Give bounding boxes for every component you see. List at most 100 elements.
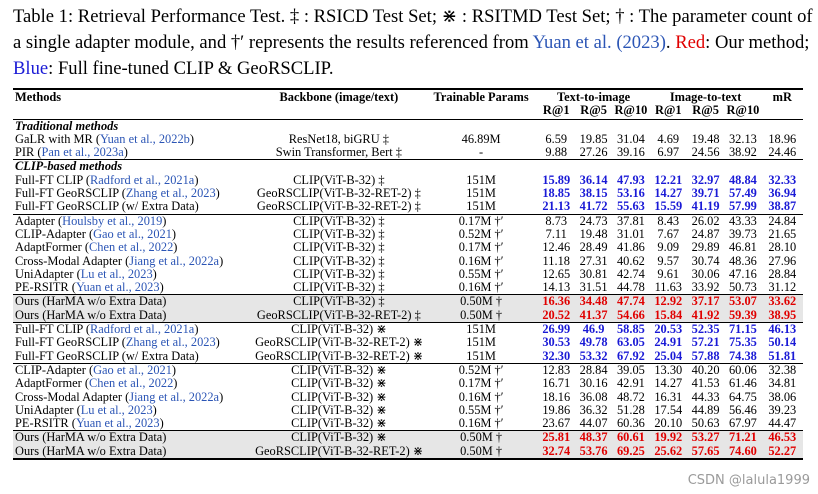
citation-link[interactable]: Radford et al., 2021a	[90, 322, 195, 337]
citation-link[interactable]: Houlsby et al., 2019	[62, 214, 163, 228]
metric-cell: 20.53	[649, 322, 687, 337]
table-row: PE-RSITR (Yuan et al., 2023) CLIP(ViT-B-3…	[13, 417, 803, 431]
citation-link[interactable]: Lu et al., 2023	[80, 267, 153, 281]
metric-cell: 60.06	[724, 362, 762, 378]
metric-cell: 40.20	[686, 362, 725, 378]
params-cell: 151M	[466, 187, 496, 201]
backbone-cell: CLIP(ViT-B-32) ‡	[293, 267, 385, 281]
metric-cell: 57.99	[728, 200, 757, 214]
caption-citation-link[interactable]: Yuan et al. (2023)	[532, 32, 666, 53]
caption-text: Table 1: Retrieval Performance Test. ‡ :…	[13, 6, 813, 53]
citation-close: )	[219, 390, 224, 404]
metric-cell: 30.53	[542, 336, 571, 350]
metric-cell: 44.89	[691, 403, 720, 417]
metric-cell: 9.61	[657, 267, 680, 281]
metric-cell: 50.63	[691, 417, 720, 431]
citation-link[interactable]: Radford et al., 2021a	[90, 173, 195, 187]
table-row: UniAdapter (Lu et al., 2023)CLIP(ViT-B-3…	[13, 268, 803, 281]
metric-cell: 37.17	[686, 294, 725, 309]
citation-link[interactable]: Jiang et al., 2022a	[129, 390, 220, 404]
backbone-cell: CLIP(ViT-B-32) ⋇	[291, 377, 387, 391]
params-cell: 0.50M †	[424, 308, 538, 323]
method-name: Adapter (	[15, 214, 63, 228]
method-cell: Full-FT CLIP (Radford et al., 2021a)	[13, 174, 253, 187]
metric-cell: 30.16	[579, 377, 608, 391]
header-t2i-r1: R@1	[537, 104, 575, 120]
backbone-cell: GeoRSCLIP(ViT-B-32-RET-2) ‡	[256, 200, 421, 214]
metric-cell: 36.32	[579, 403, 608, 417]
table-row: Ours (HarMA w/o Extra Data)CLIP(ViT-B-32…	[13, 294, 803, 309]
metric-cell: 30.06	[691, 267, 720, 281]
metric-cell: 33.92	[691, 281, 720, 295]
mr-cell: 31.12	[768, 281, 797, 295]
params-cell: 0.50M †	[424, 444, 538, 461]
metric-cell: 11.18	[542, 254, 570, 268]
method-name: PIR (	[15, 146, 42, 160]
mr-cell: 32.38	[761, 362, 803, 378]
metric-cell: 27.31	[579, 254, 608, 268]
metric-cell: 69.25	[612, 444, 650, 461]
method-cell: PE-RSITR (Yuan et al., 2023)	[13, 417, 253, 431]
method-name: UniAdapter (	[15, 403, 81, 417]
metric-cell: 7.67	[657, 227, 680, 241]
metric-cell: 67.97	[728, 417, 757, 431]
method-cell: PE-RSITR (Yuan et al., 2023)	[13, 281, 253, 295]
method-cell: AdaptFormer (Chen et al., 2022)	[13, 241, 253, 254]
params-cell: 46.89M	[461, 132, 501, 146]
metric-cell: 74.38	[728, 349, 757, 363]
method-name: Full-FT GeoRSCLIP (w/ Extra Data)	[15, 200, 199, 214]
citation-close: )	[152, 267, 157, 281]
metric-cell: 53.16	[616, 187, 645, 201]
citation-link[interactable]: Zhang et al., 2023	[125, 336, 216, 350]
backbone-cell: ResNet18, biGRU ‡	[288, 132, 389, 146]
table-row: Ours (HarMA w/o Extra Data)CLIP(ViT-B-32…	[13, 430, 803, 445]
mr-cell: 34.81	[768, 377, 797, 391]
backbone-cell: CLIP(ViT-B-32) ⋇	[291, 417, 387, 431]
mr-cell: 52.27	[761, 444, 803, 461]
backbone-cell: CLIP(ViT-B-32) ‡	[253, 213, 425, 228]
section-title: Traditional methods	[13, 118, 803, 133]
citation-close: )	[189, 132, 194, 146]
metric-cell: 48.84	[728, 173, 757, 187]
backbone-cell: GeoRSCLIP(ViT-B-32-RET-2) ‡	[253, 308, 425, 323]
metric-cell: 17.54	[654, 403, 683, 417]
citation-link[interactable]: Chen et al., 2022	[88, 241, 174, 255]
metric-cell: 21.13	[542, 200, 571, 214]
header-t2i-r10: R@10	[612, 104, 650, 120]
metric-cell: 36.08	[579, 390, 608, 404]
citation-link[interactable]: Yuan et al., 2022b	[100, 132, 190, 146]
metric-cell: 15.84	[649, 308, 687, 323]
mr-cell: 44.47	[768, 417, 797, 431]
metric-cell: 25.81	[537, 430, 575, 445]
citation-link[interactable]: Gao et al., 2021	[93, 227, 172, 241]
metric-cell: 41.72	[579, 200, 608, 214]
citation-close: )	[171, 227, 177, 241]
table-row: Full-FT CLIP (Radford et al., 2021a)CLIP…	[13, 174, 803, 187]
metric-cell: 32.97	[691, 173, 720, 187]
citation-close: )	[219, 254, 224, 268]
citation-link[interactable]: Jiang et al., 2022a	[129, 254, 220, 268]
citation-link[interactable]: Yuan et al., 2023	[75, 417, 160, 431]
params-cell: 0.17M †′	[458, 241, 504, 255]
metric-cell: 30.74	[691, 254, 720, 268]
metric-cell: 48.37	[574, 430, 613, 445]
citation-link[interactable]: Zhang et al., 2023	[125, 187, 216, 201]
citation-link[interactable]: Yuan et al., 2023	[75, 281, 160, 295]
table-caption: Table 1: Retrieval Performance Test. ‡ :…	[13, 4, 813, 82]
citation-link[interactable]: Chen et al., 2022	[88, 377, 174, 391]
method-name: Full-FT GeoRSCLIP (	[15, 187, 126, 201]
metric-cell: 26.02	[686, 213, 725, 228]
citation-link[interactable]: Lu et al., 2023	[80, 403, 153, 417]
metric-cell: 15.59	[654, 200, 683, 214]
citation-link[interactable]: Pan et al., 2023a	[41, 146, 124, 160]
header-row-metrics: R@1 R@5 R@10 R@1 R@5 R@10	[13, 104, 803, 120]
metric-cell: 58.85	[612, 322, 650, 337]
backbone-cell: GeoRSCLIP(ViT-B-32-RET-2) ⋇	[255, 336, 424, 350]
metric-cell: 42.74	[616, 267, 645, 281]
metric-cell: 57.21	[691, 336, 720, 350]
citation-link[interactable]: Gao et al., 2021	[93, 363, 172, 377]
method-name: Cross-Modal Adapter (	[15, 254, 130, 268]
method-name: Full-FT GeoRSCLIP (	[15, 336, 126, 350]
metric-cell: 16.36	[537, 294, 575, 309]
